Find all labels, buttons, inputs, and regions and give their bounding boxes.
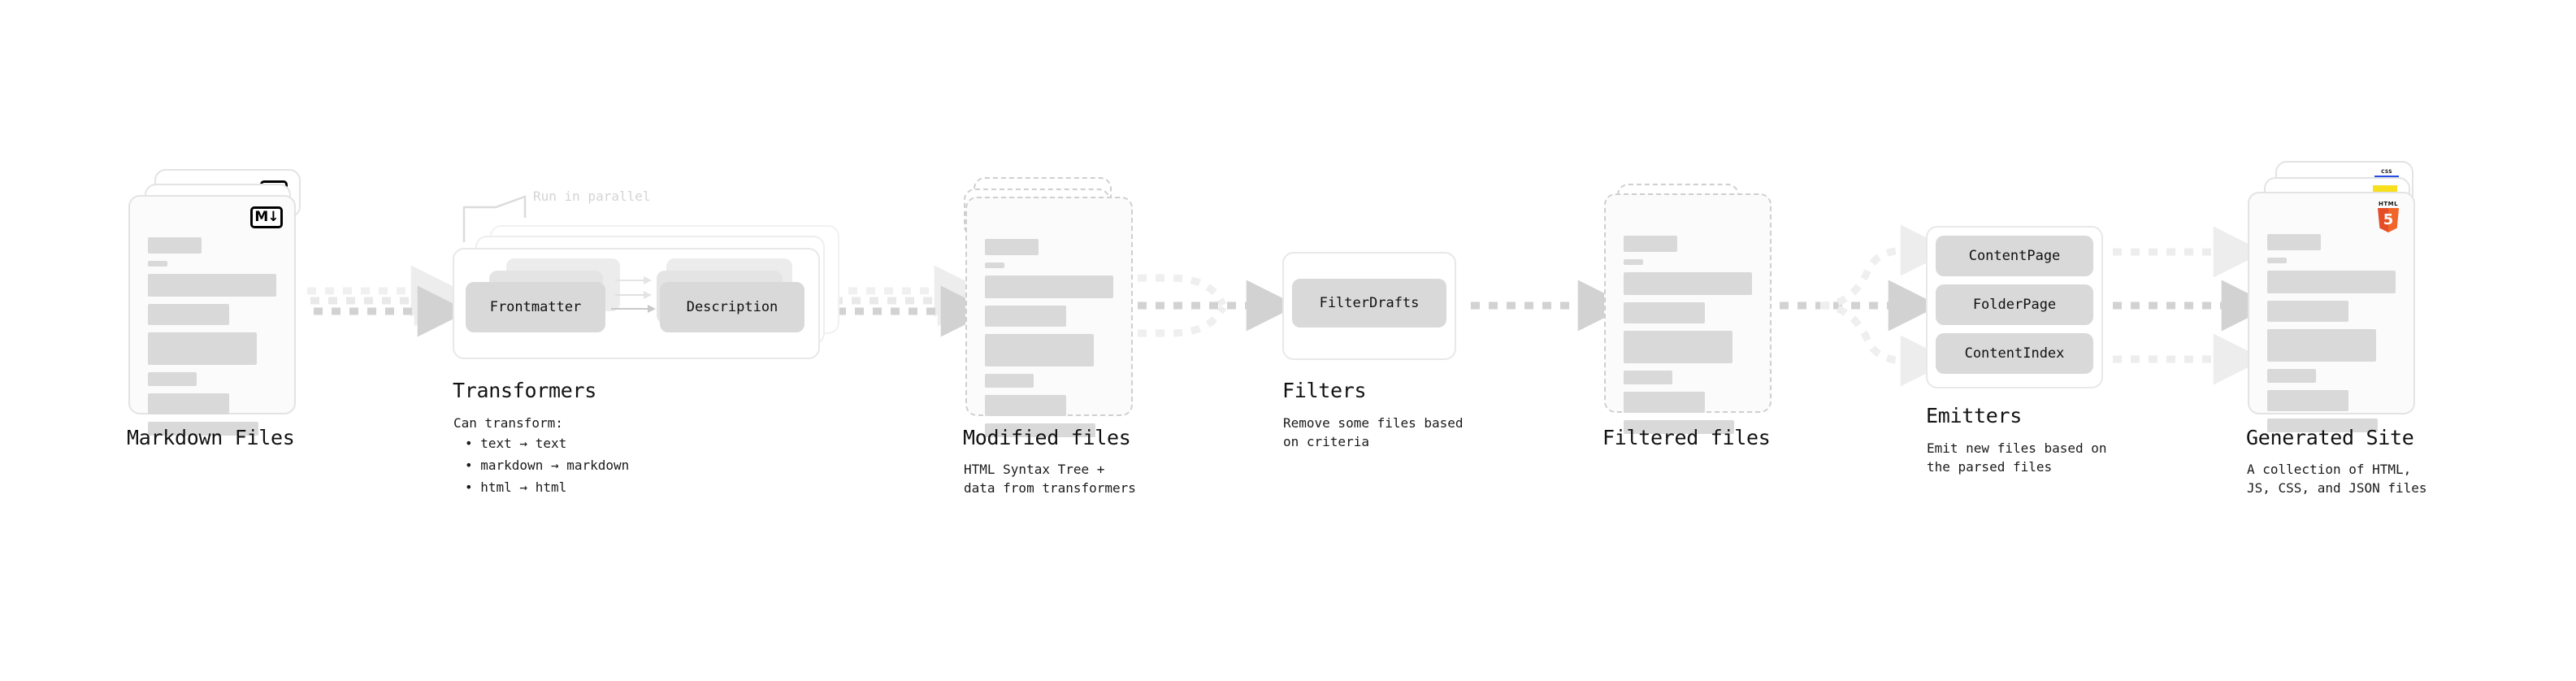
run-in-parallel-annotation: Run in parallel — [533, 189, 651, 204]
filtered-files-title: Filtered files — [1602, 426, 1771, 449]
filters-title: Filters — [1282, 379, 1367, 402]
html5-shield-shape: 5 — [2378, 208, 2399, 232]
generated-site-title: Generated Site — [2246, 426, 2414, 449]
arrow-filtered-to-emitters — [1780, 224, 1952, 387]
transformer-chip-description[interactable]: Description — [660, 282, 804, 332]
arrow-emitters-to-site — [2113, 226, 2273, 385]
modified-files-subtitle: HTML Syntax Tree + data from transformer… — [964, 462, 1136, 496]
markdown-badge-icon: M↓ — [250, 206, 283, 228]
arrow-modified-to-filters — [1138, 274, 1298, 337]
generated-site-subtitle: A collection of HTML, JS, CSS, and JSON … — [2247, 462, 2427, 496]
transformers-bullet-0: • text → text — [465, 436, 567, 451]
site-card-html[interactable]: HTML 5 — [2248, 192, 2415, 432]
css-badge-label: CSS — [2381, 169, 2392, 175]
html5-five-glyph: 5 — [2383, 211, 2394, 228]
modified-card-front[interactable] — [965, 197, 1133, 437]
emitter-chip-contentpage[interactable]: ContentPage — [1936, 236, 2093, 276]
filtered-card-front[interactable] — [1604, 193, 1772, 434]
arrow-transformers-to-modified — [830, 265, 992, 337]
card-skeleton-lines — [148, 237, 276, 443]
card-skeleton-lines — [1624, 236, 1752, 441]
card-skeleton-lines — [2267, 234, 2396, 440]
markdown-card-front[interactable]: M↓ — [128, 195, 296, 436]
emitters-title: Emitters — [1926, 404, 2023, 427]
html5-badge-icon: HTML 5 — [2374, 202, 2402, 234]
emitter-chip-folderpage[interactable]: FolderPage — [1936, 284, 2093, 325]
emitter-chip-contentindex[interactable]: ContentIndex — [1936, 333, 2093, 374]
transformer-chip-frontmatter[interactable]: Frontmatter — [466, 282, 605, 332]
transformers-title: Transformers — [453, 379, 597, 402]
transformers-bullet-1: • markdown → markdown — [465, 458, 630, 473]
markdown-files-title: Markdown Files — [127, 426, 295, 449]
modified-files-title: Modified files — [963, 426, 1131, 449]
transformers-bullet-2: • html → html — [465, 479, 567, 495]
html5-badge-label: HTML — [2378, 201, 2399, 207]
filter-chip-filterdrafts[interactable]: FilterDrafts — [1292, 279, 1446, 327]
filters-subtitle: Remove some files based on criteria — [1283, 415, 1464, 449]
arrow-markdown-to-transformers — [307, 265, 469, 337]
transformers-subtitle: Can transform: — [453, 415, 563, 431]
emitters-subtitle: Emit new files based on the parsed files — [1927, 440, 2107, 475]
card-skeleton-lines — [985, 239, 1113, 445]
